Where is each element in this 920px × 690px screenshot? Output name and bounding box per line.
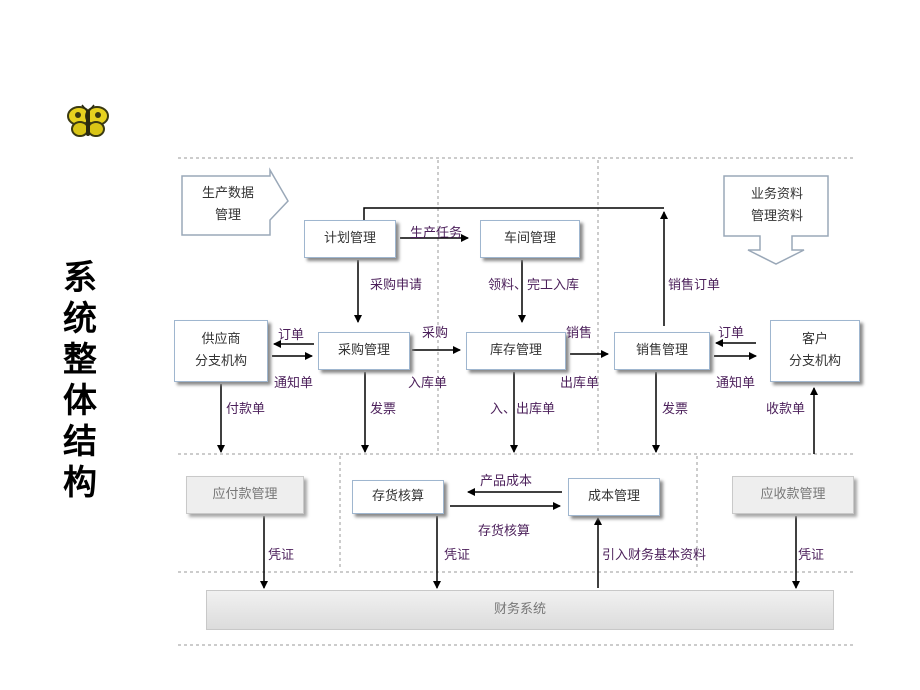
label-notice-left: 通知单 <box>274 376 314 391</box>
supplier-line1: 供应商 <box>201 332 241 347</box>
label-notice-right: 通知单 <box>716 376 756 391</box>
label-voucher-1: 凭证 <box>268 548 295 563</box>
loop-plan-sales <box>363 207 664 221</box>
finance-system-label: 财务系统 <box>493 602 546 617</box>
butterfly-icon <box>67 104 109 137</box>
prod-data-line2: 管理 <box>214 208 241 223</box>
page-title: 系 统 整 体 结 构 <box>58 258 102 504</box>
customer-line1: 客户 <box>801 332 828 347</box>
prod-data-line1: 生产数据 <box>201 186 254 201</box>
sales-label: 销售管理 <box>635 343 688 358</box>
inventory-box: 库存管理 <box>466 332 566 370</box>
cost-mgmt-label: 成本管理 <box>587 489 640 504</box>
customer-line2: 分支机构 <box>788 354 841 369</box>
stock-acct-box: 存货核算 <box>352 480 444 514</box>
receivable-box: 应收款管理 <box>732 476 854 514</box>
title-char: 体 <box>63 381 97 421</box>
label-material-in: 领料、完工入库 <box>488 278 580 293</box>
label-receipt-slip: 收款单 <box>766 402 806 417</box>
title-char: 系 <box>63 258 97 298</box>
receivable-label: 应收款管理 <box>760 487 826 502</box>
planning-box: 计划管理 <box>304 220 396 258</box>
label-invoice-right: 发票 <box>662 402 689 417</box>
label-voucher-2: 凭证 <box>444 548 471 563</box>
inventory-label: 库存管理 <box>489 343 542 358</box>
cost-mgmt-box: 成本管理 <box>568 478 660 516</box>
block-arrow-prod-data <box>181 167 289 236</box>
label-product-cost: 产品成本 <box>480 474 533 489</box>
stock-acct-label: 存货核算 <box>371 489 424 504</box>
label-sales-order: 销售订单 <box>668 278 721 293</box>
label-invoice-left: 发票 <box>370 402 397 417</box>
prod-data-box: 生产数据 管理 <box>190 180 266 230</box>
biz-data-line1: 业务资料 <box>750 187 803 202</box>
workshop-box: 车间管理 <box>480 220 580 258</box>
payable-box: 应付款管理 <box>186 476 304 514</box>
label-stock-acct: 存货核算 <box>478 524 531 539</box>
label-order-right: 订单 <box>718 326 745 341</box>
workshop-label: 车间管理 <box>503 231 556 246</box>
block-arrow-biz-data <box>723 175 829 265</box>
supplier-box: 供应商 分支机构 <box>174 320 268 382</box>
biz-data-line2: 管理资料 <box>750 209 803 224</box>
label-payment-slip: 付款单 <box>226 402 266 417</box>
dashed-guides <box>178 157 856 646</box>
label-inbound: 入库单 <box>408 376 448 391</box>
customer-box: 客户 分支机构 <box>770 320 860 382</box>
supplier-line2: 分支机构 <box>194 354 247 369</box>
planning-label: 计划管理 <box>323 231 376 246</box>
label-purchase-req: 采购申请 <box>370 278 423 293</box>
title-char: 统 <box>63 299 97 339</box>
label-import-finance: 引入财务基本资料 <box>602 548 707 563</box>
finance-system-box: 财务系统 <box>206 590 834 630</box>
sales-box: 销售管理 <box>614 332 710 370</box>
title-char: 结 <box>63 422 97 462</box>
title-char: 构 <box>63 463 97 503</box>
purchase-label: 采购管理 <box>337 343 390 358</box>
label-purchase: 采购 <box>422 326 449 341</box>
purchase-box: 采购管理 <box>318 332 410 370</box>
label-voucher-3: 凭证 <box>798 548 825 563</box>
label-in-out-slip: 入、出库单 <box>490 402 556 417</box>
title-char: 整 <box>63 340 97 380</box>
label-outbound: 出库单 <box>560 376 600 391</box>
label-sales: 销售 <box>566 326 593 341</box>
label-prod-task: 生产任务 <box>410 226 463 241</box>
biz-data-box: 业务资料 管理资料 <box>730 180 824 232</box>
payable-label: 应付款管理 <box>212 487 278 502</box>
label-order-left: 订单 <box>278 328 305 343</box>
